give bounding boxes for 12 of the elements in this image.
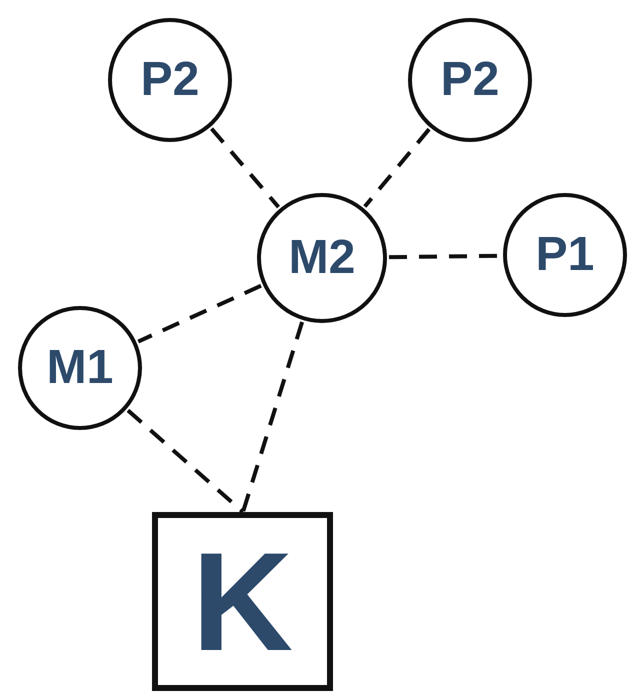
connector-line — [363, 128, 431, 208]
connector-line — [241, 321, 304, 513]
node-label: M1 — [46, 344, 114, 392]
node-label: P2 — [440, 56, 500, 104]
connector-line — [137, 284, 262, 344]
square-node — [152, 512, 333, 691]
node-label: K — [192, 532, 294, 672]
node-label: P1 — [536, 231, 594, 279]
node-label: P2 — [140, 56, 200, 104]
node-label: M2 — [288, 234, 356, 282]
connector-line — [126, 408, 244, 514]
connector-line — [210, 127, 280, 208]
